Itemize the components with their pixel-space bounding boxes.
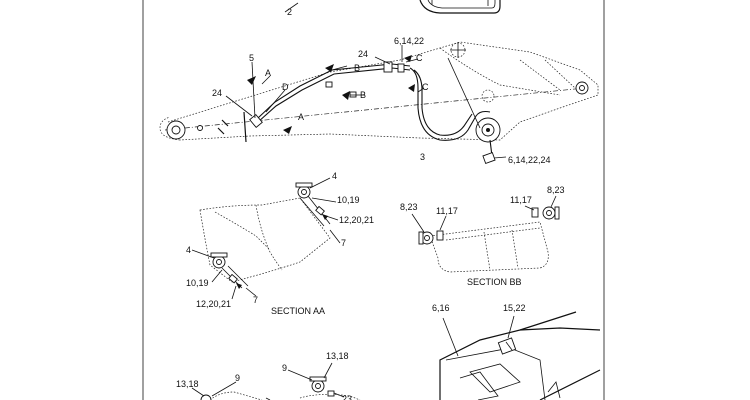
callout-13-18: 13,18 [176, 379, 199, 389]
bb-clamp-right [531, 206, 560, 220]
section-arrow-b [342, 91, 350, 100]
right-pivot-pin [575, 81, 589, 95]
callout-4: 4 [332, 171, 337, 181]
aa-clamp-upper [295, 182, 331, 227]
callout-12-20-21: 12,20,21 [339, 215, 374, 225]
boom-outline [167, 41, 599, 141]
callout-24: 24 [358, 49, 368, 59]
callout-8-23: 8,23 [400, 202, 418, 212]
section-arrow-a [247, 76, 256, 85]
callout-2: 2 [287, 7, 292, 17]
detail-c-clamp [497, 337, 517, 355]
top-partial-detail [284, 0, 501, 14]
cc-clamp-left [200, 394, 212, 400]
hose-clamp [397, 63, 405, 73]
callout-10-19: 10,19 [186, 278, 209, 288]
callout-11-17: 11,17 [510, 195, 532, 205]
callout-15-22: 15,22 [503, 303, 526, 313]
section-cut-a [243, 111, 247, 143]
callout-a: A [265, 68, 271, 78]
callout-7: 7 [253, 295, 258, 305]
callout-c: C [416, 53, 423, 63]
lifting-eye [450, 42, 466, 58]
hose-clamp [249, 113, 263, 129]
drawing-frame [142, 0, 605, 400]
detail-c-view [439, 311, 601, 400]
hose-fitting [482, 151, 496, 165]
callout-13-18: 13,18 [326, 351, 349, 361]
section-cc-view [191, 362, 361, 400]
boom-centerline [164, 87, 586, 131]
callout-6-14-22-24: 6,14,22,24 [508, 155, 551, 165]
callout-24: 24 [212, 88, 222, 98]
section-bb-title: SECTION BB [467, 277, 522, 287]
hose-clamp [349, 91, 357, 98]
callout-8-23: 8,23 [547, 185, 565, 195]
callout-b: B [360, 90, 366, 100]
callout-6-14-22: 6,14,22 [394, 36, 424, 46]
callout-6-16: 6,16 [432, 303, 450, 313]
hose-clamp [325, 81, 333, 88]
mid-pivot-pin [475, 117, 501, 143]
callout-23: 23 [342, 394, 352, 400]
section-aa-view [191, 177, 341, 300]
section-bb-view [411, 195, 560, 273]
callout-d: D [282, 82, 289, 92]
left-pivot-pin [166, 120, 186, 140]
boom-assembly [159, 41, 599, 165]
callout-4: 4 [186, 245, 191, 255]
bb-clamp-left [418, 230, 444, 245]
callout-labels: 2 5 A 24 D A B B 24 6,14,22 C C 3 6,14,2… [176, 7, 565, 400]
callout-9: 9 [235, 373, 240, 383]
callout-5: 5 [249, 53, 254, 63]
section-arrow-c [408, 84, 415, 92]
callout-a: A [298, 112, 304, 122]
section-arrow-b [325, 64, 334, 72]
callout-9: 9 [282, 363, 287, 373]
callout-12-20-21: 12,20,21 [196, 299, 231, 309]
section-arrow-c [404, 55, 412, 62]
callout-10-19: 10,19 [337, 195, 360, 205]
callout-3: 3 [420, 152, 425, 162]
hose-clamp [383, 61, 393, 73]
callout-c: C [422, 82, 429, 92]
hose-line-upper [257, 63, 411, 123]
aa-clamp-lower [210, 252, 249, 289]
callout-7: 7 [341, 238, 346, 248]
callout-11-17: 11,17 [436, 206, 458, 216]
section-arrow-a [283, 126, 292, 134]
callout-b: B [354, 63, 360, 73]
section-aa-title: SECTION AA [271, 306, 325, 316]
